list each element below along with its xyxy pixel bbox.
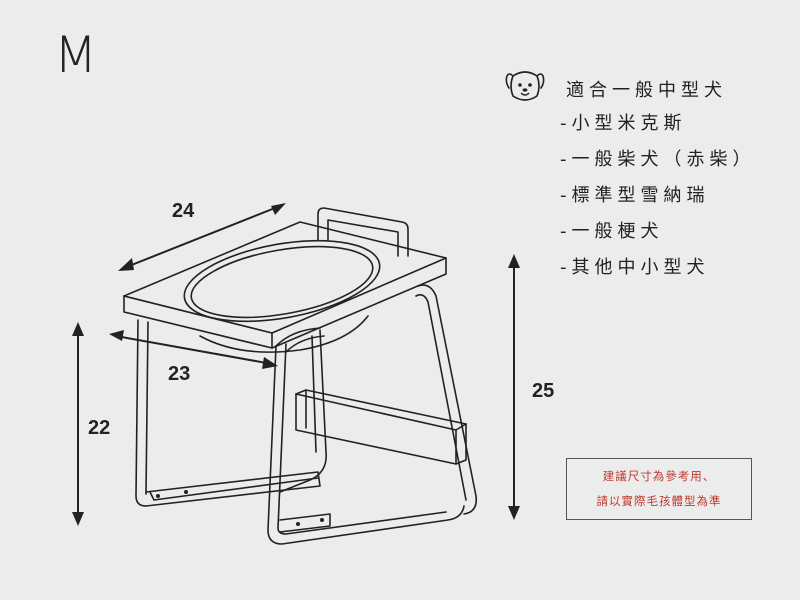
arrow-top-width [118,203,286,271]
size-label: M [54,26,98,84]
dimension-total-height: 25 [532,380,555,402]
note-box: 建議尺寸為參考用、 請以實際毛孩體型為準 [566,458,752,520]
note-line-2: 請以實際毛孩體型為準 [596,494,722,508]
dimension-top-depth: 23 [168,363,191,385]
arrow-top-depth [109,330,278,369]
handle-drawing [317,207,409,257]
dog-face-icon [505,71,545,101]
list-item: -一般梗犬 [560,221,664,242]
list-item: -其他中小型犬 [560,257,710,278]
dimension-top-width: 24 [172,200,195,222]
list-item: -小型米克斯 [560,113,687,134]
list-item: -標準型雪納瑞 [560,185,710,206]
dimension-front-height: 22 [88,417,111,439]
frame-drawing [135,284,478,545]
arrow-front-height [72,322,84,526]
breed-list: -小型米克斯 -一般柴犬（赤柴） -標準型雪納瑞 -一般梗犬 -其他中小型犬 [560,112,756,292]
screw-dots [156,490,324,526]
tray-drawing [123,221,447,353]
arrow-total-height [508,254,520,520]
note-line-1: 建議尺寸為參考用、 [602,469,716,483]
suitability-title: 適合一般中型犬 [566,80,727,101]
list-item: -一般柴犬（赤柴） [560,149,756,170]
